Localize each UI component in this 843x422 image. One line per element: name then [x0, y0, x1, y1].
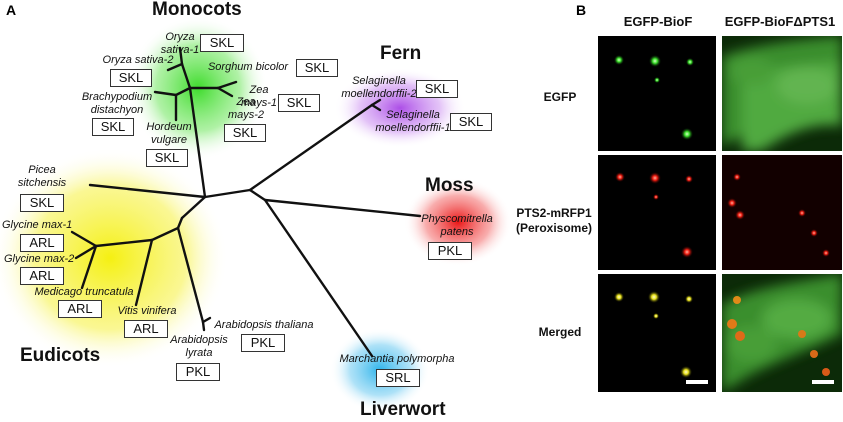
micrograph-egfp-biof-dpts1-egfp	[722, 36, 842, 151]
motif-arabidopsis-lyrata: PKL	[176, 363, 220, 381]
motif-oryza-sativa-2: SKL	[110, 69, 152, 87]
species-oryza-sativa-2: Oryza sativa-2	[102, 54, 174, 66]
motif-vitis-vinifera: ARL	[124, 320, 168, 338]
motif-sorghum-bicolor: SKL	[296, 59, 338, 77]
micrograph-egfp-biof-dpts1-merged	[722, 274, 842, 392]
motif-glycine-max-1: ARL	[20, 234, 64, 252]
motif-zea-mays-1: SKL	[278, 94, 320, 112]
row-label-pts2-mrfp1: PTS2-mRFP1(Peroxisome)	[515, 206, 593, 235]
row-label-merged: Merged	[538, 325, 582, 339]
motif-physcomitrella-patens: PKL	[428, 242, 472, 260]
motif-brachypodium-distachyon: SKL	[92, 118, 134, 136]
species-vitis-vinifera: Vitis vinifera	[117, 305, 177, 317]
moss-label: Moss	[425, 175, 474, 196]
species-marchantia-polymorpha: Marchantia polymorpha	[339, 353, 455, 365]
species-sorghum-bicolor: Sorghum bicolor	[207, 61, 289, 73]
motif-oryza-sativa-1: SKL	[200, 34, 244, 52]
motif-selaginella-moellendorffii-2: SKL	[416, 80, 458, 98]
motif-marchantia-polymorpha: SRL	[376, 369, 420, 387]
species-arabidopsis-thaliana: Arabidopsis thaliana	[214, 319, 314, 331]
scale-bar	[686, 380, 708, 384]
motif-arabidopsis-thaliana: PKL	[241, 334, 285, 352]
micrograph-egfp-biof-egfp	[598, 36, 716, 151]
motif-medicago-truncatula: ARL	[58, 300, 102, 318]
eudicots-label: Eudicots	[20, 345, 101, 366]
liverwort-label: Liverwort	[360, 399, 446, 420]
species-medicago-truncatula: Medicago truncatula	[34, 286, 134, 298]
motif-hordeum-vulgare: SKL	[146, 149, 188, 167]
micrograph-egfp-biof-mrfp	[598, 155, 716, 270]
panel-a-letter: A	[6, 2, 17, 18]
panel-b-letter: B	[576, 2, 587, 18]
motif-picea-sitchensis: SKL	[20, 194, 64, 212]
species-glycine-max-2: Glycine max-2	[4, 253, 75, 265]
motif-zea-mays-2: SKL	[224, 124, 266, 142]
motif-glycine-max-2: ARL	[20, 267, 64, 285]
fern-label: Fern	[380, 43, 422, 64]
micrograph-egfp-biof-dpts1-mrfp	[722, 155, 842, 270]
species-glycine-max-1: Glycine max-1	[2, 219, 73, 231]
column-header-egfp-biof: EGFP-BioF	[623, 14, 693, 29]
tree-branches	[70, 46, 422, 358]
column-header-egfp-biof-dpts1: EGFP-BioFΔPTS1	[724, 14, 836, 29]
row-label-egfp: EGFP	[543, 90, 577, 104]
monocots-label: Monocots	[152, 0, 242, 20]
micrograph-egfp-biof-merged	[598, 274, 716, 392]
scale-bar	[812, 380, 834, 384]
motif-selaginella-moellendorffii-1: SKL	[450, 113, 492, 131]
